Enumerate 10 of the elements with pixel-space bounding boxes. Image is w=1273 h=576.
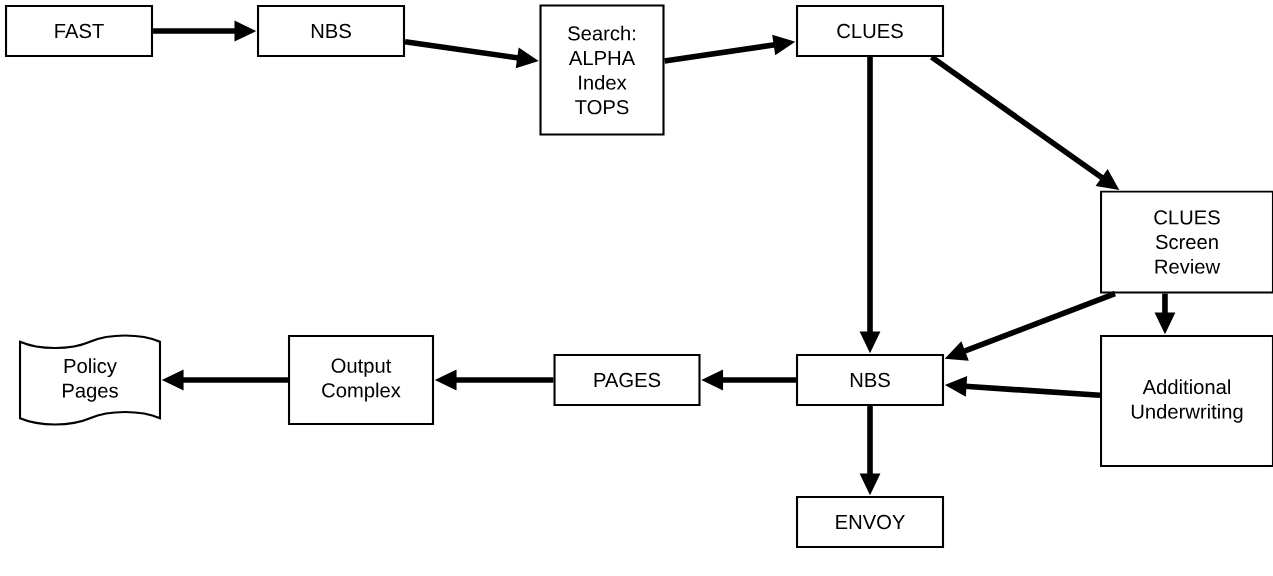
process-box: CLUES [795,4,945,58]
process-box: CLUES Screen Review [1099,190,1273,294]
process-box: Additional Underwriting [1099,334,1273,468]
process-box: NBS [256,4,406,58]
process-box: ENVOY [795,495,945,549]
process-box: Search: ALPHA Index TOPS [539,4,665,136]
process-box: Output Complex [287,334,435,426]
process-box: PAGES [553,353,701,407]
process-box: FAST [4,4,154,58]
process-box: NBS [795,353,945,407]
